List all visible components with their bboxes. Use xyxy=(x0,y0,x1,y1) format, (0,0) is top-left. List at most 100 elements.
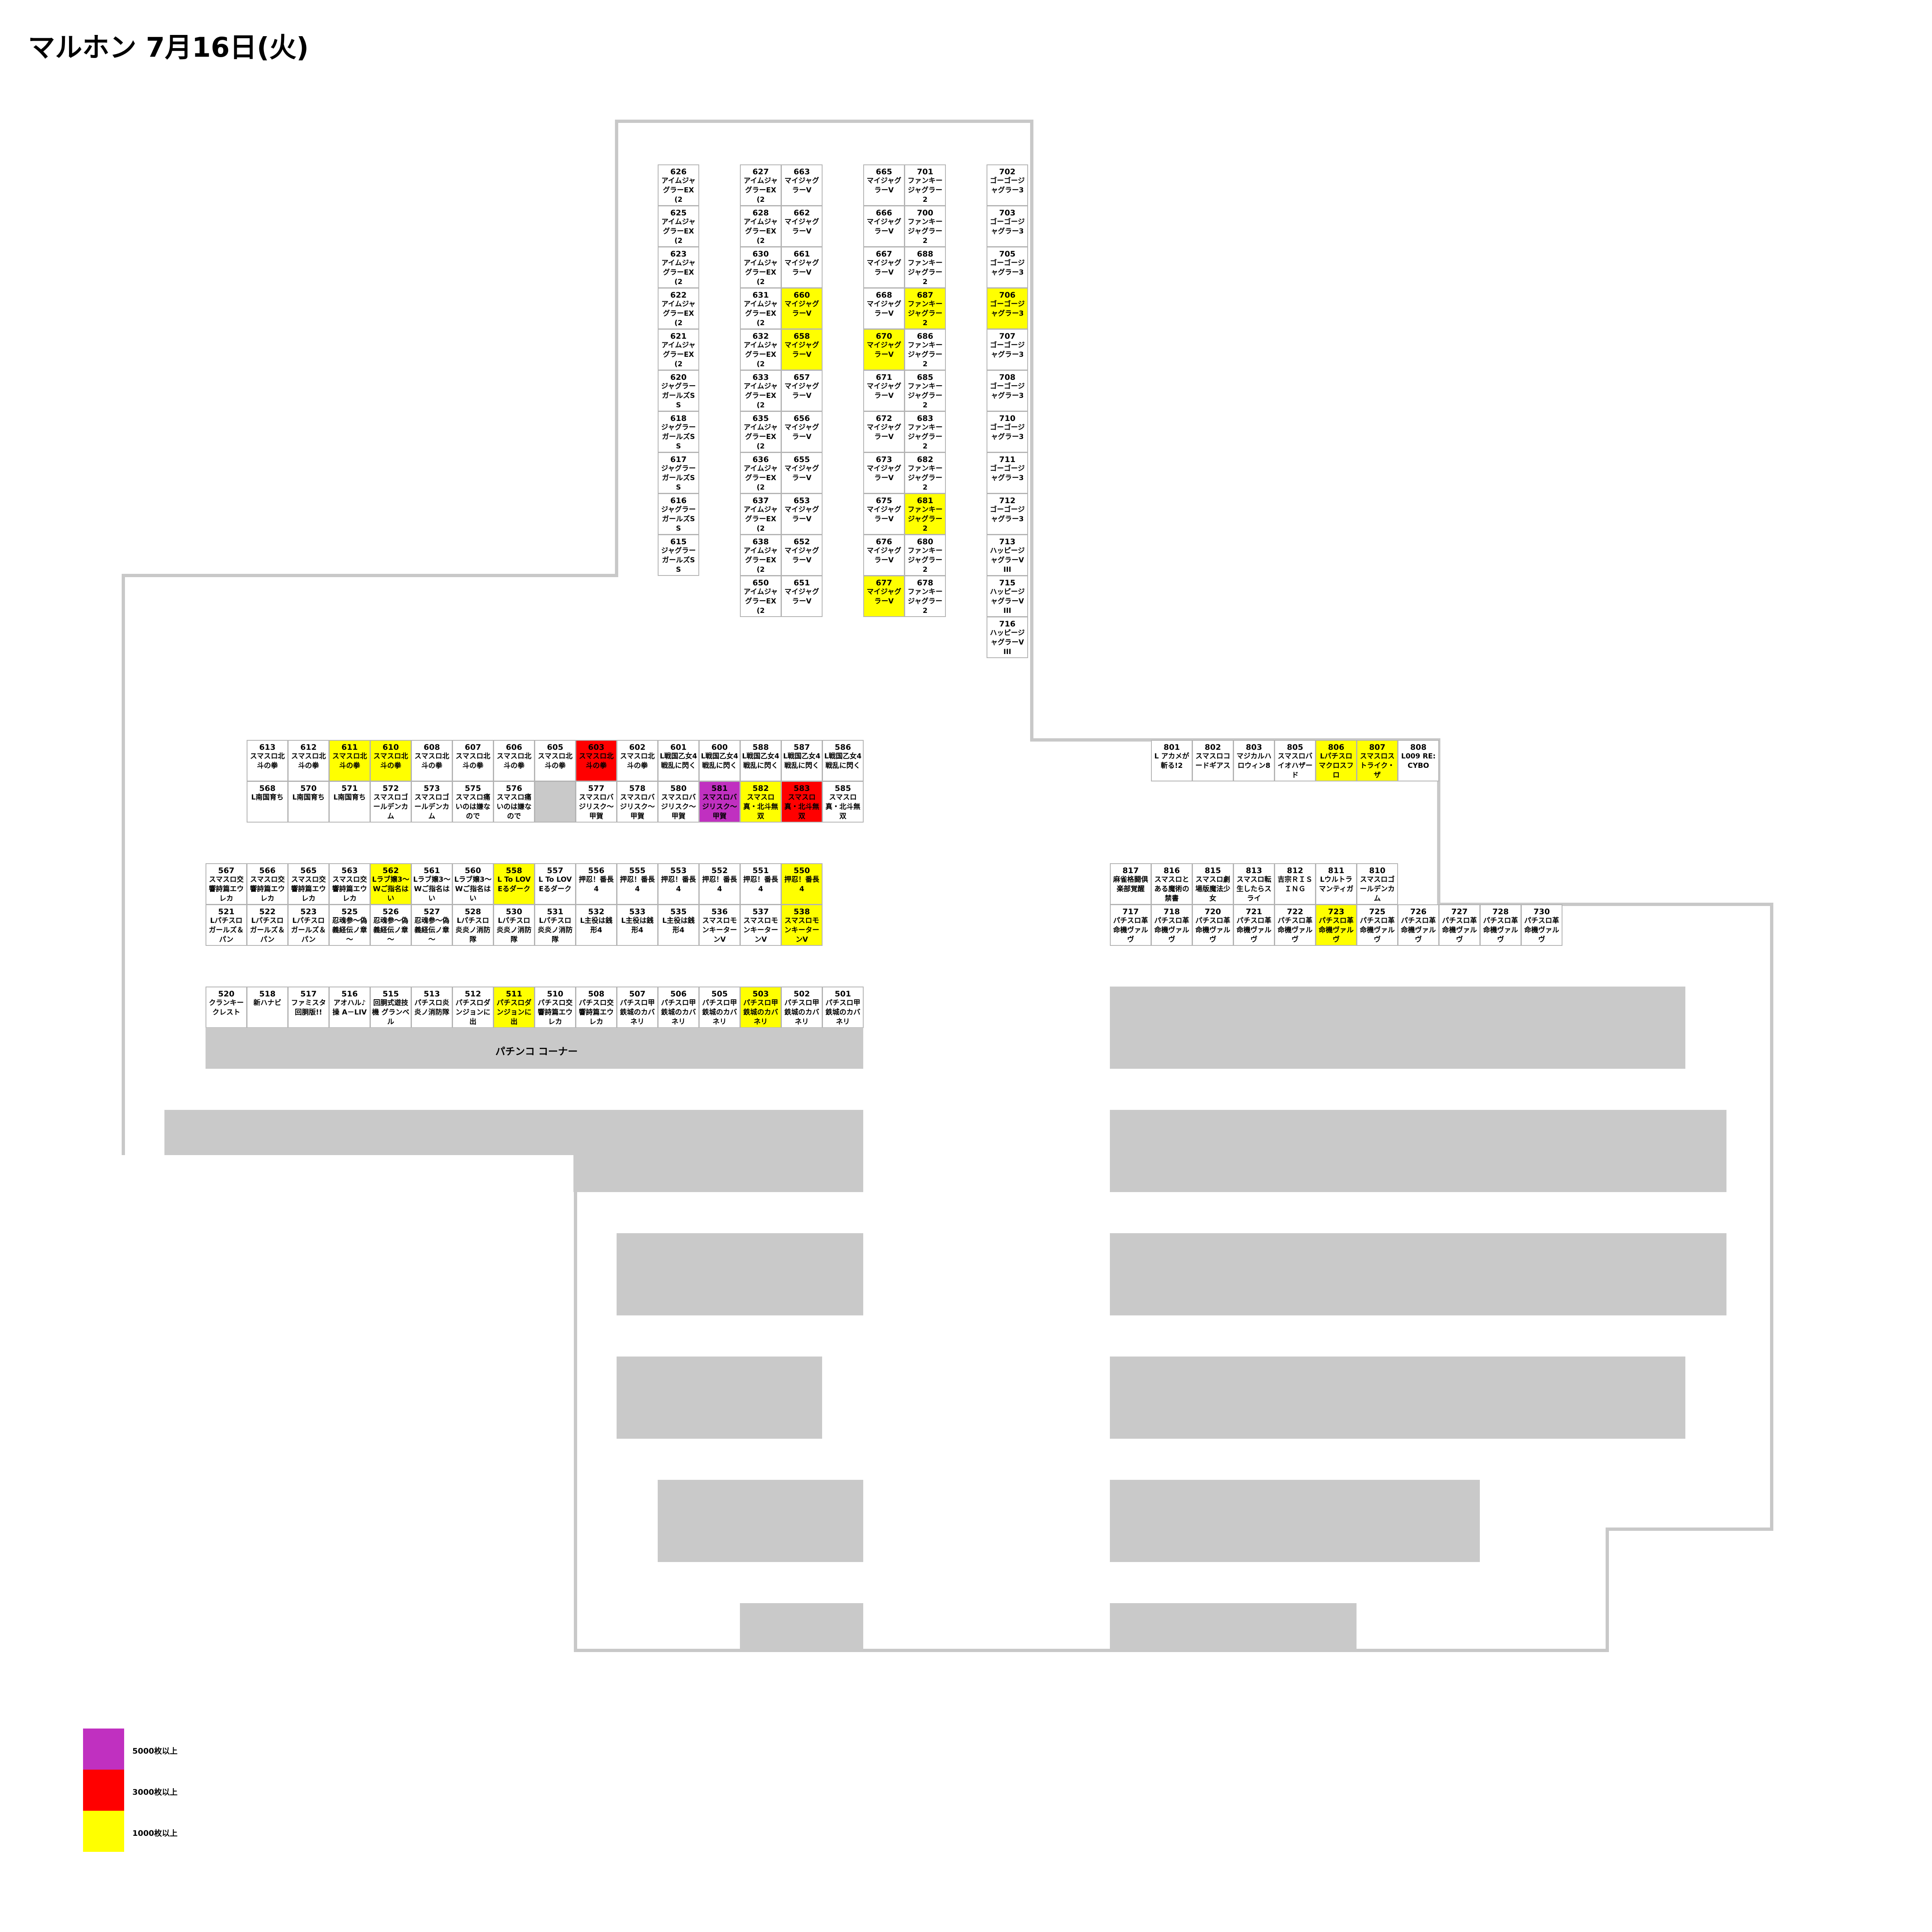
machine-557[interactable]: 557L To LOVEるダーク xyxy=(534,863,576,905)
machine-563[interactable]: 563スマスロ交響詩篇エウレカ xyxy=(329,863,370,905)
machine-633[interactable]: 633アイムジャグラーEX(2 xyxy=(740,370,781,411)
machine-637[interactable]: 637アイムジャグラーEX(2 xyxy=(740,493,781,535)
machine-526[interactable]: 526忍魂参～偽義経伝ノ章～ xyxy=(370,904,411,946)
machine-718[interactable]: 718パチスロ革命機ヴァルヴ xyxy=(1151,904,1192,946)
machine-575[interactable]: 575スマスロ痛いのは嫌なので xyxy=(452,781,494,823)
machine-501[interactable]: 501パチスロ甲鉄城のカバネリ xyxy=(822,987,864,1028)
machine-701[interactable]: 701ファンキージャグラー2 xyxy=(904,164,946,206)
machine-722[interactable]: 722パチスロ革命機ヴァルヴ xyxy=(1274,904,1316,946)
machine-502[interactable]: 502パチスロ甲鉄城のカバネリ xyxy=(781,987,823,1028)
machine-801[interactable]: 801L アカメが斬る!2 xyxy=(1151,740,1192,781)
machine-811[interactable]: 811Lウルトラマンティガ xyxy=(1315,863,1357,905)
machine-585[interactable]: 585スマスロ真・北斗無双 xyxy=(822,781,864,823)
machine-667[interactable]: 667マイジャグラーV xyxy=(863,247,905,288)
machine-626[interactable]: 626アイムジャグラーEX(2 xyxy=(658,164,699,206)
machine-688[interactable]: 688ファンキージャグラー2 xyxy=(904,247,946,288)
machine-625[interactable]: 625アイムジャグラーEX(2 xyxy=(658,206,699,247)
machine-702[interactable]: 702ゴーゴージャグラー3 xyxy=(987,164,1028,206)
machine-617[interactable]: 617ジャグラーガールズSS xyxy=(658,452,699,494)
machine-715[interactable]: 715ハッピージャグラーV III xyxy=(987,575,1028,617)
machine-716[interactable]: 716ハッピージャグラーV III xyxy=(987,617,1028,658)
machine-556[interactable]: 556押忍！番長4 xyxy=(575,863,617,905)
machine-651[interactable]: 651マイジャグラーV xyxy=(781,575,823,617)
machine-537[interactable]: 537スマスロモンキーターンV xyxy=(740,904,781,946)
machine-676[interactable]: 676マイジャグラーV xyxy=(863,534,905,576)
machine-726[interactable]: 726パチスロ革命機ヴァルヴ xyxy=(1398,904,1439,946)
machine-610[interactable]: 610スマスロ北斗の拳 xyxy=(370,740,411,781)
machine-511[interactable]: 511パチスロダンジョンに出 xyxy=(493,987,535,1028)
machine-572[interactable]: 572スマスロゴールデンカム xyxy=(370,781,411,823)
machine-568[interactable]: 568L南国育ち xyxy=(247,781,288,823)
machine-656[interactable]: 656マイジャグラーV xyxy=(781,411,823,453)
machine-576[interactable]: 576スマスロ痛いのは嫌なので xyxy=(493,781,535,823)
machine-707[interactable]: 707ゴーゴージャグラー3 xyxy=(987,329,1028,370)
machine-700[interactable]: 700ファンキージャグラー2 xyxy=(904,206,946,247)
machine-533[interactable]: 533L主役は銭形4 xyxy=(617,904,658,946)
machine-532[interactable]: 532L主役は銭形4 xyxy=(575,904,617,946)
machine-570[interactable]: 570L南国育ち xyxy=(288,781,329,823)
machine-631[interactable]: 631アイムジャグラーEX(2 xyxy=(740,288,781,329)
machine-687[interactable]: 687ファンキージャグラー2 xyxy=(904,288,946,329)
machine-616[interactable]: 616ジャグラーガールズSS xyxy=(658,493,699,535)
machine-583[interactable]: 583スマスロ真・北斗無双 xyxy=(781,781,823,823)
machine-555[interactable]: 555押忍！番長4 xyxy=(617,863,658,905)
machine-567[interactable]: 567スマスロ交響詩篇エウレカ xyxy=(206,863,247,905)
machine-577[interactable]: 577スマスロバジリスク～甲賀 xyxy=(575,781,617,823)
machine-571[interactable]: 571L南国育ち xyxy=(329,781,370,823)
machine-586[interactable]: 586L戦国乙女4 戦乱に閃く xyxy=(822,740,864,781)
machine-655[interactable]: 655マイジャグラーV xyxy=(781,452,823,494)
machine-803[interactable]: 803マジカルハロウィン8 xyxy=(1233,740,1275,781)
machine-638[interactable]: 638アイムジャグラーEX(2 xyxy=(740,534,781,576)
machine-668[interactable]: 668マイジャグラーV xyxy=(863,288,905,329)
machine-713[interactable]: 713ハッピージャグラーV III xyxy=(987,534,1028,576)
machine-632[interactable]: 632アイムジャグラーEX(2 xyxy=(740,329,781,370)
machine-682[interactable]: 682ファンキージャグラー2 xyxy=(904,452,946,494)
machine-662[interactable]: 662マイジャグラーV xyxy=(781,206,823,247)
machine-728[interactable]: 728パチスロ革命機ヴァルヴ xyxy=(1480,904,1521,946)
machine-706[interactable]: 706ゴーゴージャグラー3 xyxy=(987,288,1028,329)
machine-686[interactable]: 686ファンキージャグラー2 xyxy=(904,329,946,370)
machine-512[interactable]: 512パチスロダンジョンに出 xyxy=(452,987,494,1028)
machine-551[interactable]: 551押忍！番長4 xyxy=(740,863,781,905)
machine-730[interactable]: 730パチスロ革命機ヴァルヴ xyxy=(1521,904,1562,946)
machine-531[interactable]: 531Lパチスロ 炎炎ノ消防隊 xyxy=(534,904,576,946)
machine-550[interactable]: 550押忍！番長4 xyxy=(781,863,823,905)
machine-628[interactable]: 628アイムジャグラーEX(2 xyxy=(740,206,781,247)
machine-607[interactable]: 607スマスロ北斗の拳 xyxy=(452,740,494,781)
machine-515[interactable]: 515回胴式遊技機 グランベル xyxy=(370,987,411,1028)
machine-636[interactable]: 636アイムジャグラーEX(2 xyxy=(740,452,781,494)
machine-817[interactable]: 817麻雀格闘倶楽部覚醒 xyxy=(1110,863,1151,905)
machine-806[interactable]: 806Lパチスロ マクロスフロ xyxy=(1315,740,1357,781)
machine-810[interactable]: 810スマスロゴールデンカム xyxy=(1357,863,1398,905)
machine-603[interactable]: 603スマスロ北斗の拳 xyxy=(575,740,617,781)
machine-685[interactable]: 685ファンキージャグラー2 xyxy=(904,370,946,411)
machine-621[interactable]: 621アイムジャグラーEX(2 xyxy=(658,329,699,370)
machine-802[interactable]: 802スマスロコードギアス xyxy=(1192,740,1234,781)
machine-711[interactable]: 711ゴーゴージャグラー3 xyxy=(987,452,1028,494)
machine-611[interactable]: 611スマスロ北斗の拳 xyxy=(329,740,370,781)
machine-673[interactable]: 673マイジャグラーV xyxy=(863,452,905,494)
machine-808[interactable]: 808L009 RE:CYBO xyxy=(1398,740,1439,781)
machine-627[interactable]: 627アイムジャグラーEX(2 xyxy=(740,164,781,206)
machine-658[interactable]: 658マイジャグラーV xyxy=(781,329,823,370)
machine-565[interactable]: 565スマスロ交響詩篇エウレカ xyxy=(288,863,329,905)
machine-815[interactable]: 815スマスロ劇場版魔法少女 xyxy=(1192,863,1234,905)
machine-507[interactable]: 507パチスロ甲鉄城のカバネリ xyxy=(617,987,658,1028)
machine-683[interactable]: 683ファンキージャグラー2 xyxy=(904,411,946,453)
machine-580[interactable]: 580スマスロバジリスク～甲賀 xyxy=(658,781,699,823)
machine-606[interactable]: 606スマスロ北斗の拳 xyxy=(493,740,535,781)
machine-523[interactable]: 523Lパチスロガールズ＆パン xyxy=(288,904,329,946)
machine-613[interactable]: 613スマスロ北斗の拳 xyxy=(247,740,288,781)
machine-622[interactable]: 622アイムジャグラーEX(2 xyxy=(658,288,699,329)
machine-680[interactable]: 680ファンキージャグラー2 xyxy=(904,534,946,576)
machine-812[interactable]: 812吉宗ＲＩＳＩＮＧ xyxy=(1274,863,1316,905)
machine-530[interactable]: 530Lパチスロ 炎炎ノ消防隊 xyxy=(493,904,535,946)
machine-520[interactable]: 520クランキークレスト xyxy=(206,987,247,1028)
machine-710[interactable]: 710ゴーゴージャグラー3 xyxy=(987,411,1028,453)
machine-525[interactable]: 525忍魂参～偽義経伝ノ章～ xyxy=(329,904,370,946)
machine-660[interactable]: 660マイジャグラーV xyxy=(781,288,823,329)
machine-581[interactable]: 581スマスロバジリスク～甲賀 xyxy=(699,781,740,823)
machine-528[interactable]: 528Lパチスロ 炎炎ノ消防隊 xyxy=(452,904,494,946)
machine-588[interactable]: 588L戦国乙女4 戦乱に閃く xyxy=(740,740,781,781)
machine-558[interactable]: 558L To LOVEるダーク xyxy=(493,863,535,905)
